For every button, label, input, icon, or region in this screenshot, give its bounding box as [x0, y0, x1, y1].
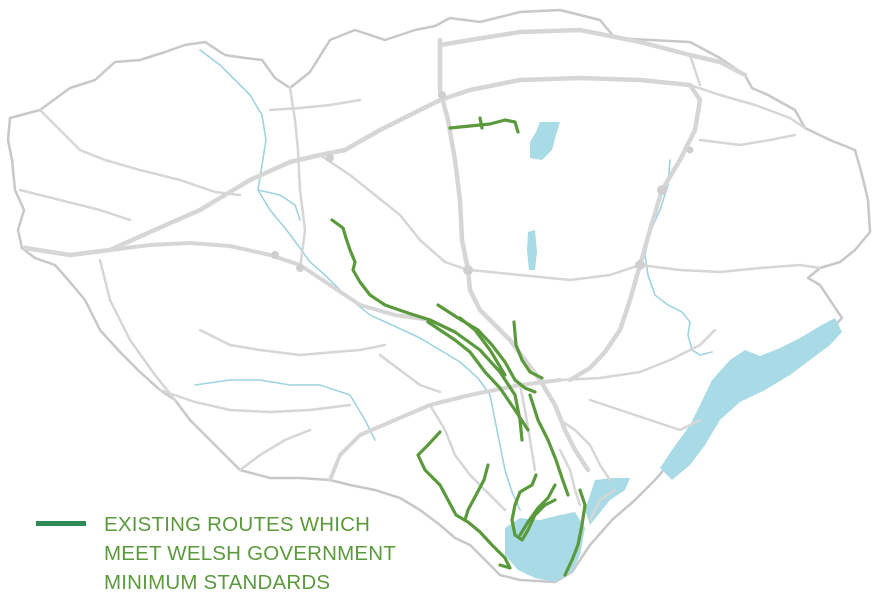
- dock-basin: [585, 478, 630, 525]
- legend-line-3: MINIMUM STANDARDS: [104, 571, 331, 594]
- road-minor-15: [428, 403, 507, 512]
- route-central-b: [426, 320, 530, 432]
- road-a48-west: [22, 147, 348, 258]
- road-minor-20: [268, 98, 362, 112]
- lake-mid: [527, 230, 537, 270]
- road-western-avenue: [108, 241, 432, 322]
- river-rhymney: [644, 159, 713, 356]
- legend-line-2: MEET WELSH GOVERNMENT: [104, 542, 396, 565]
- river-taff: [199, 49, 521, 511]
- route-east-spur: [512, 320, 544, 380]
- road-central-spine: [467, 287, 591, 473]
- road-minor-13: [558, 328, 717, 382]
- junction-node: [438, 91, 446, 99]
- junction-node: [271, 251, 279, 259]
- junction-node: [326, 154, 334, 162]
- route-west-loop: [416, 430, 512, 570]
- junction-node: [463, 265, 473, 275]
- route-bay-east: [563, 488, 587, 577]
- road-minor-16: [518, 383, 537, 472]
- road-minor-3: [98, 258, 177, 402]
- legend-route-swatch: [36, 521, 86, 526]
- junction-node: [686, 146, 694, 154]
- reservoir-north: [530, 122, 560, 160]
- junction-node: [657, 185, 667, 195]
- route-central-c: [458, 316, 507, 377]
- roads: [18, 27, 822, 522]
- route-bay-a: [510, 473, 557, 542]
- legend-line-1: EXISTING ROUTES WHICH: [104, 513, 371, 536]
- bay: [660, 318, 842, 480]
- road-minor-8: [468, 263, 642, 282]
- road-m4-north: [437, 27, 748, 78]
- road-minor-4: [158, 388, 352, 414]
- road-minor-17: [558, 418, 612, 482]
- route-south-spine: [528, 393, 570, 497]
- stream-west: [257, 189, 301, 221]
- route-north: [448, 118, 520, 134]
- road-minor-1: [38, 108, 242, 197]
- junction-node: [296, 264, 304, 272]
- existing-routes: [330, 116, 587, 577]
- route-taff-trail: [330, 218, 524, 442]
- rivers: [194, 49, 713, 511]
- road-minor-18: [378, 353, 442, 394]
- road-a4232: [328, 378, 562, 482]
- road-minor-19: [238, 428, 312, 472]
- junction-node: [635, 260, 645, 270]
- road-minor-7: [318, 153, 470, 272]
- road-minor-6: [288, 86, 307, 272]
- road-minor-14: [588, 398, 702, 432]
- road-minor-11: [688, 53, 702, 87]
- road-minor-22: [558, 448, 582, 507]
- road-minor-21: [588, 488, 617, 522]
- route-south-mid: [463, 463, 490, 522]
- road-ring-north: [342, 75, 703, 193]
- road-minor-10: [638, 263, 822, 274]
- road-minor-5: [198, 328, 387, 357]
- road-minor-12: [698, 133, 797, 147]
- river-ely: [194, 379, 376, 441]
- road-minor-9: [688, 83, 807, 130]
- route-north-spur: [478, 116, 484, 130]
- road-east-link: [567, 187, 665, 383]
- junctions: [271, 91, 694, 275]
- route-bay-b: [518, 483, 557, 537]
- legend-label: EXISTING ROUTES WHICH MEET WELSH GOVERNM…: [104, 510, 464, 597]
- road-minor-2: [18, 188, 132, 222]
